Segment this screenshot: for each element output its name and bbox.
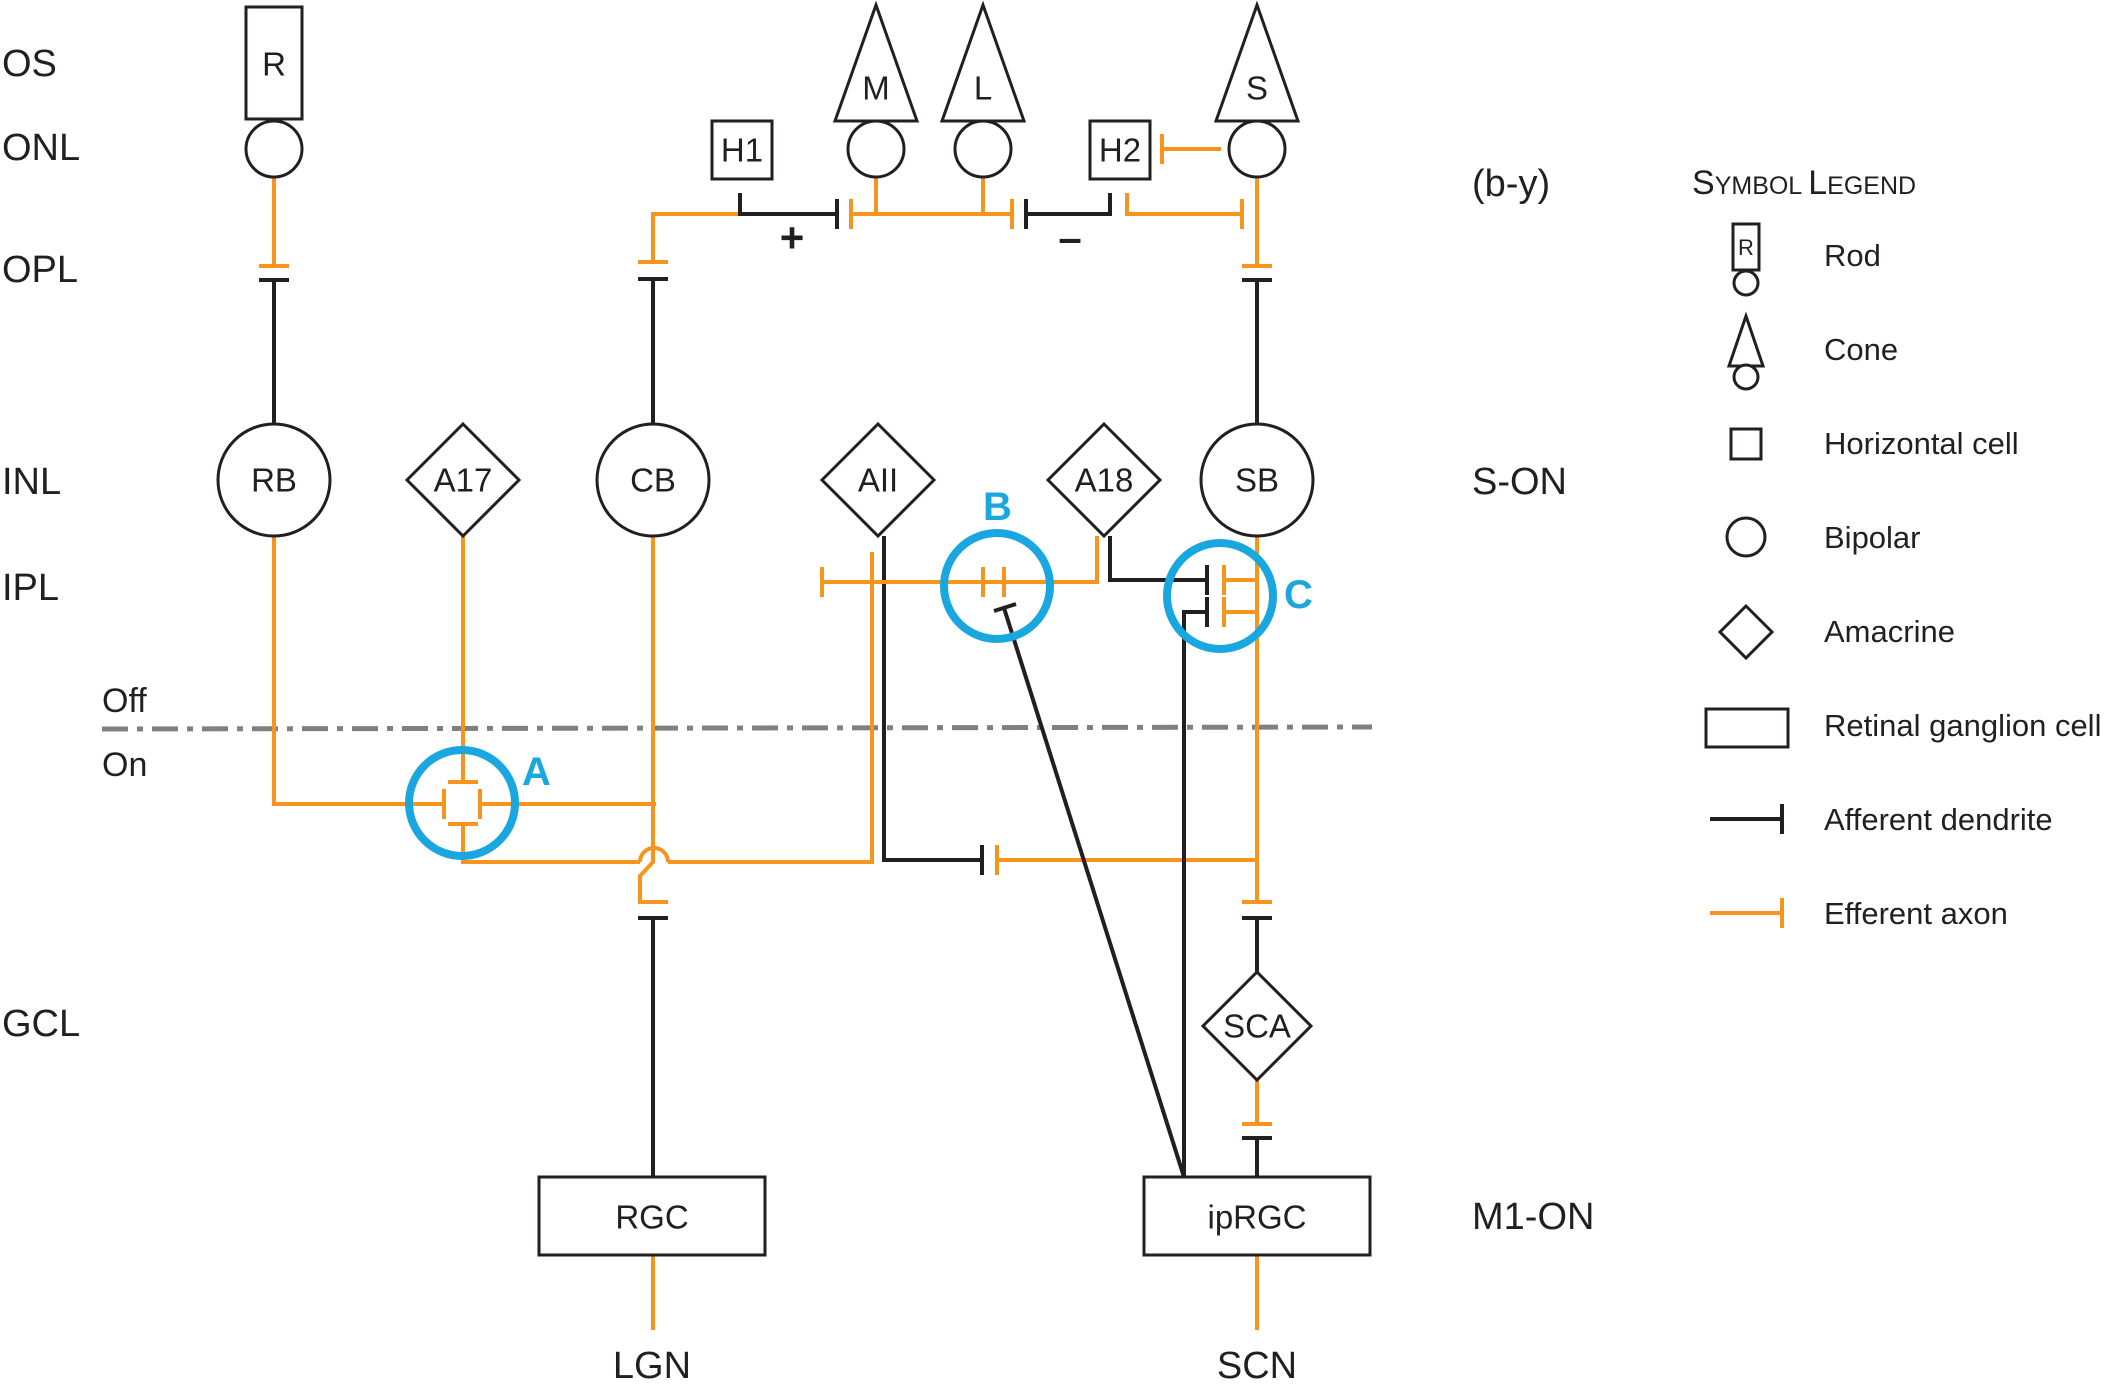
legend-title-l: L xyxy=(1808,164,1827,202)
legend-ganglion-cell-icon xyxy=(1704,707,1790,749)
legend-title: SYMBOL LEGEND xyxy=(1692,164,1916,202)
m-cone-soma xyxy=(846,119,906,179)
legend-horizontal-cell-icon xyxy=(1729,427,1763,461)
iprgc-b-dendrite-terminal xyxy=(993,602,1017,613)
rgc-ganglion-cell xyxy=(537,1175,767,1257)
legend-cone-icon xyxy=(1726,311,1766,368)
rod-outer-segment xyxy=(244,5,304,121)
rod-soma xyxy=(244,119,304,179)
l-cone-soma xyxy=(953,119,1013,179)
a17-label: A17 xyxy=(434,462,493,499)
h1-to-ml-dendrite xyxy=(738,193,837,216)
wires xyxy=(259,134,1272,1330)
h2-dendrite xyxy=(1026,193,1112,216)
highlight-ring-b xyxy=(940,529,1054,643)
highlights: A B C xyxy=(405,485,1313,860)
rb-axon xyxy=(272,536,444,806)
a18-to-b-axon xyxy=(1004,536,1099,584)
h2-label: H2 xyxy=(1099,132,1141,169)
legend-bipolar-label: Bipolar xyxy=(1824,520,1921,555)
legend-title-s: S xyxy=(1692,164,1715,202)
m-cone-label: M xyxy=(862,70,890,107)
off-on-divider xyxy=(101,724,1373,732)
a17-amacrine xyxy=(404,421,522,539)
legend-cone-label: Cone xyxy=(1824,332,1898,367)
a17-to-aii-axon-b xyxy=(668,552,874,864)
sca-label: SCA xyxy=(1223,1008,1291,1045)
h1-label: H1 xyxy=(721,132,763,169)
h2-to-s-axon xyxy=(1125,193,1242,216)
sb-label: SB xyxy=(1235,462,1279,499)
aii-dendrite xyxy=(882,536,982,862)
legend-efferent-axon-label: Efferent axon xyxy=(1824,896,2008,931)
layer-ipl: IPL xyxy=(2,567,59,609)
cb-axon xyxy=(638,536,655,902)
layer-labels: OS ONL OPL INL IPL GCL Off On xyxy=(2,43,147,1045)
s-cone-soma xyxy=(1227,119,1287,179)
highlight-label-a: A xyxy=(522,750,551,794)
legend-title-egend: EGEND xyxy=(1827,172,1916,200)
layer-os: OS xyxy=(2,43,57,85)
iprgc-label: ipRGC xyxy=(1207,1199,1306,1236)
layer-gcl: GCL xyxy=(2,1003,80,1045)
off-sublamina-label: Off xyxy=(102,682,147,720)
legend-afferent-dendrite-label: Afferent dendrite xyxy=(1824,802,2053,837)
iprgc-to-b-dendrite xyxy=(1002,607,1186,1178)
lgn-output-label: LGN xyxy=(613,1345,691,1387)
a17-to-aii-axon-a xyxy=(461,824,640,864)
legend-ganglion-cell-label: Retinal ganglion cell xyxy=(1824,708,2101,743)
layer-opl: OPL xyxy=(2,249,78,291)
legend-amacrine-icon xyxy=(1717,603,1775,661)
highlight-label-b: B xyxy=(983,485,1012,529)
sca-amacrine xyxy=(1200,969,1314,1083)
legend-rod-label: Rod xyxy=(1824,238,1881,273)
cb-label: CB xyxy=(630,462,676,499)
layer-inl: INL xyxy=(2,461,61,503)
highlight-ring-c xyxy=(1163,539,1277,653)
legend-rod-icon-letter: R xyxy=(1738,235,1754,260)
minus-sign: – xyxy=(1058,214,1081,261)
a18-to-sb-dendrite xyxy=(1108,536,1207,582)
highlight-ring-a xyxy=(405,746,519,860)
cells: R M L S H1 H2 RB CB SB A17 AII A18 SCA xyxy=(216,0,1372,1257)
rb-bipolar xyxy=(216,422,332,538)
rod-label: R xyxy=(262,46,286,83)
a18-amacrine xyxy=(1045,421,1163,539)
legend-amacrine-label: Amacrine xyxy=(1824,614,1955,649)
by-label: (b-y) xyxy=(1472,163,1550,205)
s-on-label: S-ON xyxy=(1472,461,1567,503)
legend-horizontal-cell-label: Horizontal cell xyxy=(1824,426,2019,461)
sb-bipolar xyxy=(1199,422,1315,538)
on-sublamina-label: On xyxy=(102,746,147,784)
plus-sign: + xyxy=(780,214,805,261)
l-cone-label: L xyxy=(974,70,992,107)
legend-bipolar-icon xyxy=(1725,516,1767,558)
h2-horizontal-cell xyxy=(1088,119,1152,181)
cb-bipolar xyxy=(595,422,711,538)
rb-label: RB xyxy=(251,462,297,499)
iprgc-ganglion-cell xyxy=(1142,1175,1372,1257)
highlight-label-c: C xyxy=(1284,573,1313,617)
aii-label: AII xyxy=(858,462,898,499)
h1-to-cb-axon xyxy=(651,193,742,262)
aii-amacrine xyxy=(819,421,937,539)
iprgc-to-c-dendrite xyxy=(1182,610,1207,1177)
layer-onl: ONL xyxy=(2,127,80,169)
scn-output-label: SCN xyxy=(1217,1345,1297,1387)
h1-horizontal-cell xyxy=(710,119,774,181)
legend-title-ymbol: YMBOL xyxy=(1715,172,1809,200)
legend-cone-icon-soma xyxy=(1732,363,1760,391)
rgc-label: RGC xyxy=(615,1199,688,1236)
symbol-legend: SYMBOL LEGEND R Rod Cone Horizontal cell… xyxy=(1692,164,2101,931)
s-cone-label: S xyxy=(1246,70,1268,107)
m1-on-label: M1-ON xyxy=(1472,1196,1594,1238)
a18-label: A18 xyxy=(1075,462,1134,499)
legend-rod-icon-soma xyxy=(1732,269,1760,297)
legend-rod-icon xyxy=(1731,222,1761,272)
